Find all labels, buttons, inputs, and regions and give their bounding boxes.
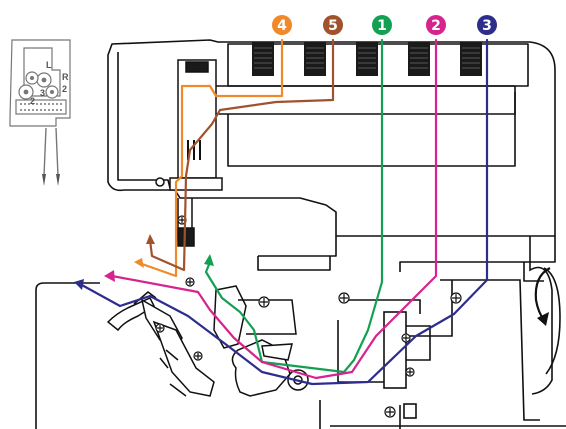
needle-label-3: 3 [40, 88, 45, 98]
thread-3-arrow [74, 279, 84, 290]
thread-badge-3: 3 [477, 15, 497, 35]
tension-dial [304, 42, 326, 76]
tension-dial [408, 42, 430, 76]
badge-label-5: 5 [328, 18, 338, 34]
needle-label-2-right: 2 [62, 84, 67, 94]
needle-label-2-left: 2 [30, 96, 35, 106]
thread-badge-5: 5 [323, 15, 343, 35]
badge-label-1: 1 [377, 18, 387, 34]
tension-dial [460, 42, 482, 76]
thread-4-arrow [134, 258, 144, 268]
needle-label-l: L [46, 60, 52, 70]
thread-5-arrow [146, 234, 155, 244]
thread-badge-4: 4 [272, 15, 292, 35]
thread-1-arrow [204, 254, 214, 266]
looper-mechanism [108, 286, 308, 396]
tension-dial [356, 42, 378, 76]
thread-2-arrow [104, 270, 115, 282]
thread-badge-2: 2 [426, 15, 446, 35]
badge-label-3: 3 [482, 18, 492, 34]
badge-label-2: 2 [431, 18, 441, 34]
tension-dial [252, 42, 274, 76]
handwheel-rotation-arrow-icon [536, 268, 550, 326]
needle-inset-icon: L R 2 3 2 [10, 40, 70, 186]
badge-label-4: 4 [277, 18, 287, 34]
needle-label-r: R [62, 72, 69, 82]
thread-badges: 4 5 1 2 3 [272, 15, 497, 35]
thread-badge-1: 1 [372, 15, 392, 35]
